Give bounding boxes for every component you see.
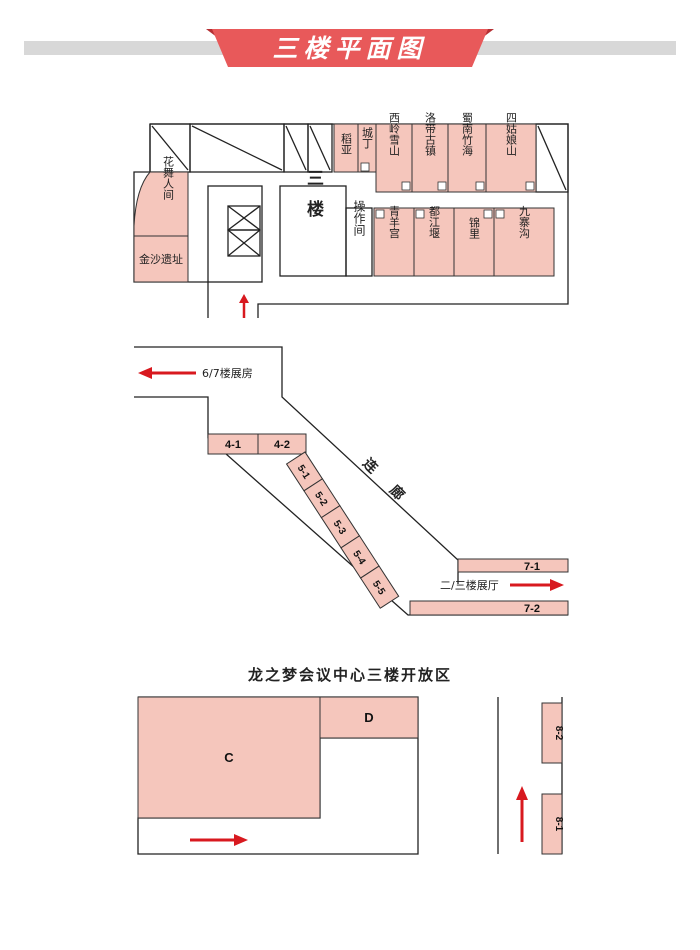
door-marks-lower [375, 209, 505, 219]
booth-5-5 [359, 565, 400, 609]
title-banner: 三楼平面图 [24, 29, 676, 67]
booth-si-gu-niang-shan [485, 123, 537, 193]
booth-luo-dai-gu-zhen-label: 洛带古镇 [424, 111, 437, 157]
booth-d [319, 696, 419, 739]
open-area-plan: 龙之梦会议中心三楼开放区 C D 8-2 8-1 [137, 666, 564, 855]
booth-4-2-label: 4-2 [274, 439, 290, 451]
booth-8-1 [541, 793, 563, 855]
stair-block-outer [207, 185, 263, 283]
booth-du-jiang-yan [413, 207, 455, 277]
corridor-label: 连廊 [359, 455, 425, 521]
booth-shu-nan-zhu-hai [447, 123, 487, 193]
booth-dao-ya [333, 123, 359, 173]
corridor-wall-lower [134, 396, 568, 616]
third-floor-plan: 稻亚 城丁 西岭雪山 洛带古镇 蜀南竹海 四姑娘山 花舞人间 金沙遗址 [133, 111, 569, 318]
closet-4-diag [309, 125, 331, 171]
booth-7-2-label: 7-2 [524, 603, 540, 615]
booth-luo-dai-gu-zhen [411, 123, 449, 193]
booth-c-label: C [224, 750, 234, 765]
booth-qing-yang-gong [373, 207, 415, 277]
elevator-shaft-lower-x2 [227, 229, 261, 257]
booth-jin-sha-yi-zhi [133, 235, 189, 283]
closet-3-diag [285, 125, 307, 171]
exit-67-label: 6/7楼展房 [202, 366, 253, 380]
booth-7-1 [457, 558, 569, 573]
banner-title: 三楼平面图 [272, 34, 427, 63]
banner-ribbon [212, 29, 488, 67]
control-room-label: 操作间 [352, 199, 366, 236]
booth-xi-ling-xue-shan-label: 西岭雪山 [388, 112, 401, 156]
open-area-right-arrow-icon [190, 834, 248, 846]
exit-23-label: 二/三楼展厅 [440, 578, 499, 592]
booth-cheng-ding-label: 城丁 [361, 127, 374, 149]
elevator-shaft-upper-x2 [227, 205, 261, 231]
booth-si-gu-niang-shan-label: 四姑娘山 [505, 112, 518, 156]
closet-1-diag [151, 125, 189, 171]
booth-8-2-label: 8-2 [553, 726, 564, 741]
door-marks-top [360, 162, 535, 191]
up-arrow-icon [239, 294, 249, 318]
booth-jin-li-label: 锦里 [468, 216, 481, 239]
booth-xi-ling-xue-shan [375, 123, 413, 193]
left-arrow-icon [138, 367, 196, 379]
booth-jiu-zhai-gou-label: 九寨沟 [518, 205, 531, 239]
closet-4 [307, 123, 333, 173]
booth-du-jiang-yan-label: 都江堰 [428, 205, 441, 238]
booth-c [137, 696, 321, 819]
booth-jin-li [453, 207, 495, 277]
corridor-plan: 6/7楼展房 连廊 4-1 4-2 5-1 5-2 5-3 5-4 5-5 7-… [134, 346, 569, 616]
closet-5-diag [537, 125, 567, 191]
booth-jin-sha-yi-zhi-label: 金沙遗址 [139, 252, 183, 266]
elevator-shaft-lower [227, 229, 261, 257]
booth-8-2 [541, 702, 563, 764]
booth-jiu-zhai-gou [493, 207, 555, 277]
booth-shu-nan-zhu-hai-label: 蜀南竹海 [461, 112, 474, 157]
open-area-title: 龙之梦会议中心三楼开放区 [247, 666, 452, 684]
booth-qing-yang-gong-label: 青羊宫 [388, 205, 401, 239]
booth-d-label: D [364, 710, 373, 725]
open-area-up-arrow-icon [516, 786, 528, 842]
booth-4-1-label: 4-1 [225, 439, 241, 451]
third-floor-hall-label: 三楼 [303, 169, 324, 231]
booth-7-1-label: 7-1 [524, 561, 540, 573]
booth-hua-wu-ren-jian-label: 花舞人间 [162, 156, 175, 201]
booth-dao-ya-label: 稻亚 [340, 133, 353, 155]
booth-strip-5: 5-1 5-2 5-3 5-4 5-5 [285, 451, 400, 609]
booth-8-1-label: 8-1 [553, 817, 564, 832]
right-arrow-icon [510, 579, 564, 591]
closet-2-diag [191, 125, 283, 171]
control-room [345, 207, 373, 277]
booth-7-2 [409, 600, 569, 616]
booth-4-2 [257, 433, 307, 455]
